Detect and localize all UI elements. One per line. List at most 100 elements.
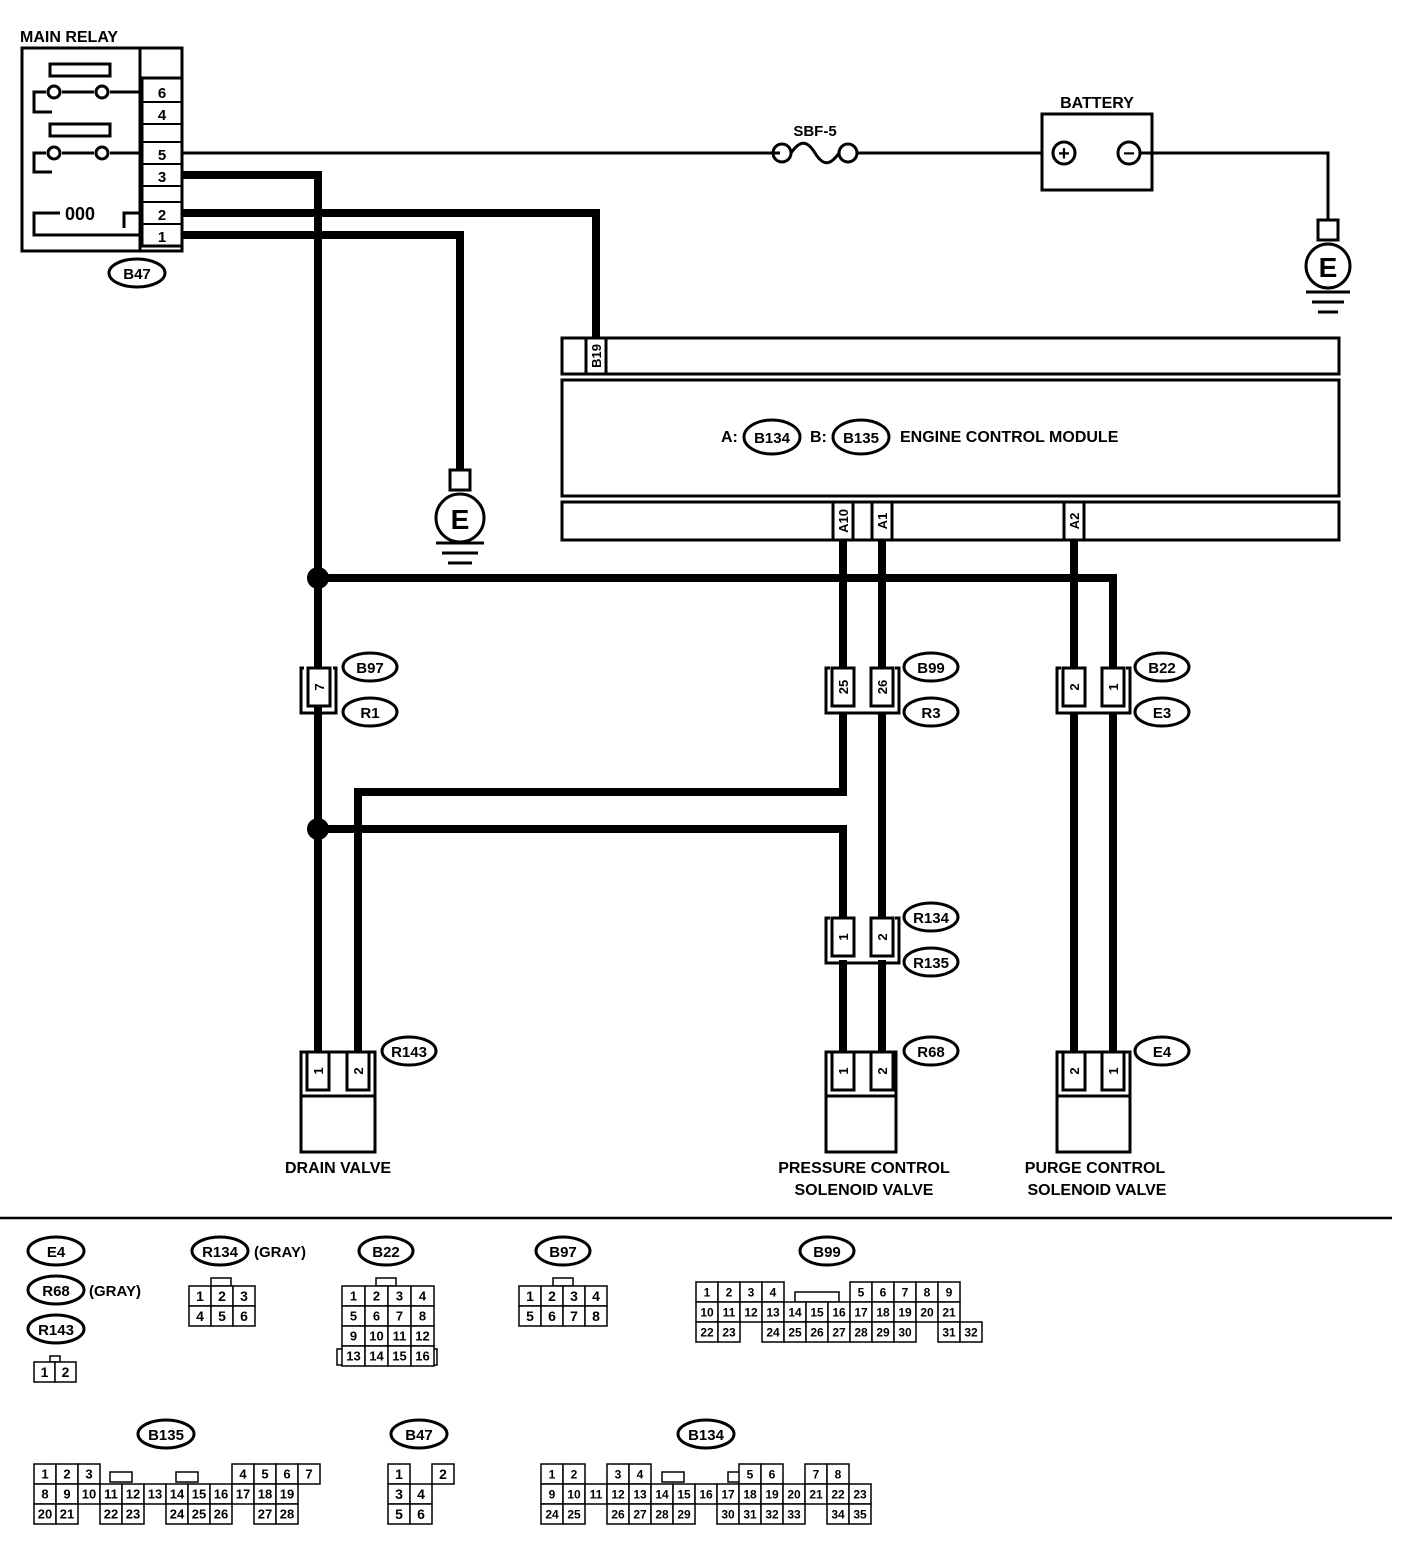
connector-pin-number: 20 [787,1487,801,1501]
connector-pin-number: 2 [63,1467,70,1482]
connector-pin-number: 33 [787,1507,801,1521]
ecm-b-prefix: B: [810,429,827,446]
connector-pin-number: 24 [545,1507,559,1521]
ecm-pin-a1: A1 [875,513,890,530]
connector-pin-number: 22 [831,1487,845,1501]
connector-pin-number: 13 [633,1487,647,1501]
connector-pin-number: 5 [218,1308,226,1324]
connector-pin-number: 30 [721,1507,735,1521]
svg-text:2: 2 [351,1067,366,1074]
connector-pin-number: 6 [548,1308,556,1324]
svg-text:B134: B134 [688,1427,725,1444]
connector-pin-number: 10 [82,1487,96,1502]
connector-pin-number: 6 [240,1308,248,1324]
svg-text:2: 2 [875,1067,890,1074]
ground-icon: E [434,468,486,565]
tag-r3: R3 [921,705,940,722]
purge-valve-label-2: SOLENOID VALVE [1028,1182,1167,1199]
connector-pin-number: 15 [810,1305,824,1319]
connector-pin-cell [410,1345,435,1367]
connector-pin-number: 21 [942,1305,956,1319]
main-relay-title: MAIN RELAY [20,29,118,46]
junction-b22-e3: 2 1 B22 E3 [1055,651,1191,728]
main-relay: MAIN RELAY 6 4 5 3 2 1 [20,29,184,253]
wire-relay2-to-ecm-b19 [182,209,600,338]
connector-pin-number: 14 [655,1487,669,1501]
connector-pin-number: 9 [946,1285,953,1299]
relay-switch-1 [32,62,140,114]
connector-pin-number: 27 [832,1325,846,1339]
connector-pin-number: 10 [567,1487,581,1501]
tag-b97: B97 [356,660,384,677]
connector-pin-number: 5 [747,1467,754,1481]
connector-pin-number: 11 [723,1305,736,1319]
svg-text:1: 1 [1106,683,1121,690]
connector-pin-cell [121,1503,145,1525]
connector-pin-number: 3 [395,1486,403,1502]
relay-terminal-5: 5 [158,147,166,164]
svg-text:E4: E4 [47,1244,66,1261]
connector-pin-number: 22 [104,1507,118,1522]
connector-pin-number: 9 [350,1329,357,1344]
connector-pin-number: 17 [721,1487,735,1501]
connector-pin-number: 7 [305,1467,312,1482]
connector-pin-number: 8 [592,1308,600,1324]
connector-pin-number: 4 [770,1285,777,1299]
connector-pin-number: 16 [214,1487,228,1502]
svg-text:1: 1 [1106,1067,1121,1074]
ecm-connector-b: B135 [843,430,879,447]
relay-switch-2 [32,122,140,174]
connector-pin-cell [55,1503,79,1525]
connector-pin-number: 25 [567,1507,581,1521]
connector-pin-number: 25 [192,1507,206,1522]
connector-pin-number: 18 [258,1487,272,1502]
connector-pin-number: 2 [439,1466,447,1482]
connector-pin-number: 32 [964,1325,978,1339]
connector-pin-number: 12 [126,1487,140,1502]
main-relay-terminal-block: 6 4 5 3 2 1 [140,76,184,248]
relay-terminal-2: 2 [158,207,166,224]
connector-pin-number: 16 [415,1349,429,1364]
connector-pin-number: 7 [570,1308,578,1324]
connector-pin-cell [562,1503,586,1525]
connector-pin-number: 9 [63,1487,70,1502]
svg-text:B97: B97 [549,1244,577,1261]
connector-pin-number: 12 [611,1487,625,1501]
connector-pin-cell [409,1503,433,1525]
connector-pin-number: 27 [258,1507,272,1522]
connector-pin-number: 16 [699,1487,713,1501]
svg-text:000: 000 [65,204,95,224]
connector-pin-number: 6 [417,1506,425,1522]
connector-pin-number: 6 [373,1309,380,1324]
connector-pin-cell [717,1321,741,1343]
connector-pin-number: 31 [743,1507,757,1521]
connector-pin-cell [672,1503,696,1525]
connector-pin-number: 11 [590,1487,603,1501]
connector-view-tags: E4 R68 (GRAY) R143 R134 (GRAY) B22 B97 B… [26,1235,856,1450]
connector-pin-cell [431,1463,455,1485]
connector-pin-number: 13 [766,1305,780,1319]
ecm-pin-b19: B19 [589,344,604,368]
connector-pin-number: 20 [38,1507,52,1522]
connector-pin-number: 12 [415,1329,429,1344]
wire-main-bus [318,574,1117,670]
connector-pin-number: 1 [41,1364,49,1380]
engine-control-module: B19 A: B134 B: B135 ENGINE CONTROL MODUL… [560,336,1341,542]
svg-text:E: E [1319,252,1338,283]
connector-pin-number: 29 [876,1325,890,1339]
connector-pin-number: 10 [369,1329,383,1344]
purge-control-solenoid-valve: 2 1 E4 PURGE CONTROL SOLENOID VALVE [1025,1035,1191,1199]
svg-text:E: E [451,504,470,535]
connector-pin-number: 1 [196,1288,204,1304]
wire-relay3-to-drain [182,171,322,1052]
connector-pin-number: 34 [831,1507,845,1521]
svg-text:1: 1 [311,1067,326,1074]
connector-pin-number: 1 [395,1466,403,1482]
connector-pin-number: 23 [126,1507,140,1522]
junction-r134-r135: 1 2 R134 R135 [824,901,960,978]
wire-relay1-to-ground [182,231,464,470]
connector-pin-number: 2 [726,1285,733,1299]
